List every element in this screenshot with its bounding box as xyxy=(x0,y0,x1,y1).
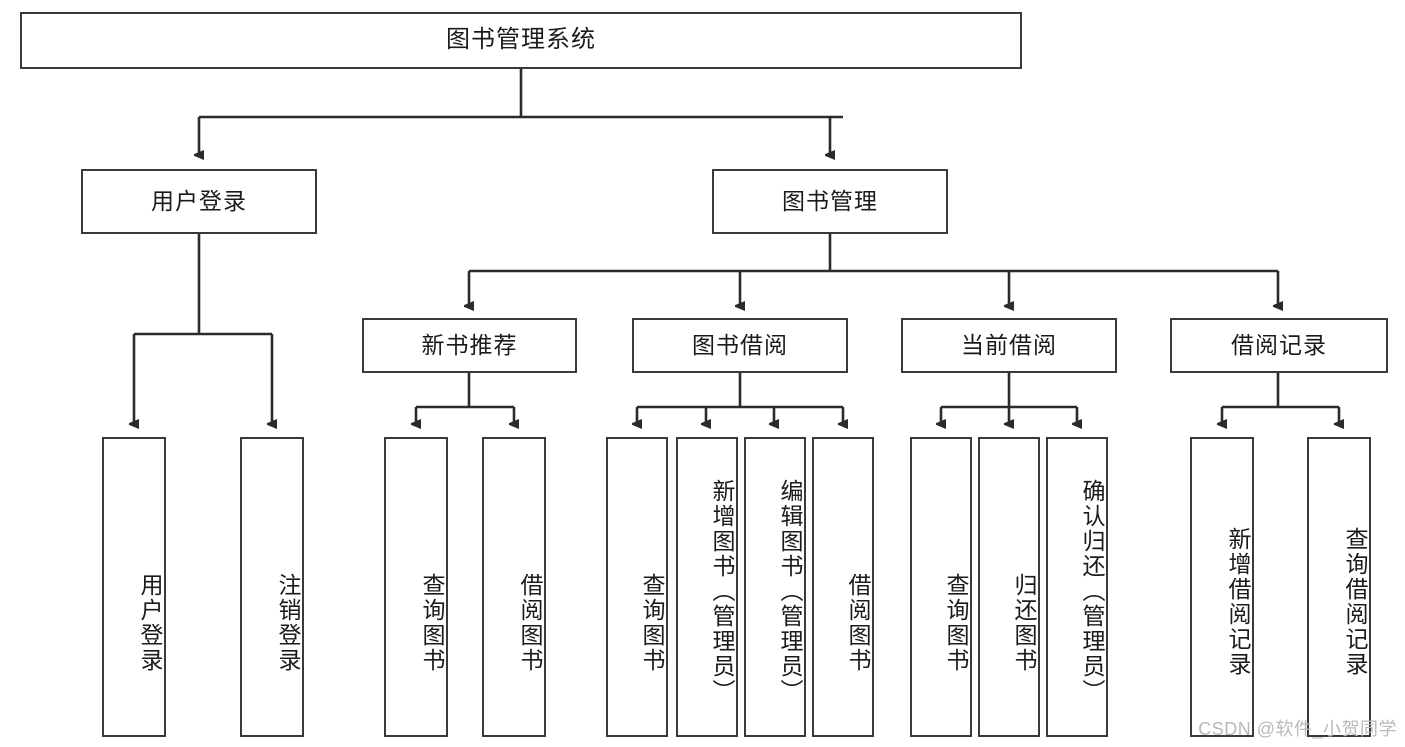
node-label: 用户登录 xyxy=(151,187,247,214)
node-leaf-query-book-recommend[interactable]: 查询图书 xyxy=(384,437,448,737)
node-leaf-confirm-return[interactable]: 确认归还（管理员） xyxy=(1046,437,1108,737)
node-label: 新增图书（管理员） xyxy=(709,478,735,704)
node-label: 用户登录 xyxy=(137,573,163,673)
node-new-book-recommend[interactable]: 新书推荐 xyxy=(362,318,577,373)
node-label: 查询借阅记录 xyxy=(1342,527,1368,677)
node-leaf-edit-book[interactable]: 编辑图书（管理员） xyxy=(744,437,806,737)
node-leaf-query-book-borrow[interactable]: 查询图书 xyxy=(606,437,668,737)
node-label: 注销登录 xyxy=(275,573,301,673)
node-label: 图书管理 xyxy=(782,187,878,214)
csdn-watermark: CSDN @软件_小贺同学 xyxy=(1198,719,1397,739)
node-user-login[interactable]: 用户登录 xyxy=(81,169,317,234)
node-leaf-add-book[interactable]: 新增图书（管理员） xyxy=(676,437,738,737)
node-label: 确认归还（管理员） xyxy=(1079,478,1105,704)
node-borrow-record[interactable]: 借阅记录 xyxy=(1170,318,1388,373)
node-leaf-borrow-book-recommend[interactable]: 借阅图书 xyxy=(482,437,546,737)
node-label: 查询图书 xyxy=(419,573,445,673)
node-leaf-borrow-book[interactable]: 借阅图书 xyxy=(812,437,874,737)
node-label: 新书推荐 xyxy=(421,331,518,358)
node-label: 借阅记录 xyxy=(1231,331,1327,358)
node-label: 查询图书 xyxy=(639,573,665,673)
node-label: 图书借阅 xyxy=(692,331,788,358)
node-label: 借阅图书 xyxy=(845,573,871,673)
node-label: 当前借阅 xyxy=(961,331,1057,358)
node-leaf-add-borrow-record[interactable]: 新增借阅记录 xyxy=(1190,437,1254,737)
node-book-management[interactable]: 图书管理 xyxy=(712,169,948,234)
node-label: 新增借阅记录 xyxy=(1225,527,1251,677)
node-current-borrow[interactable]: 当前借阅 xyxy=(901,318,1117,373)
node-leaf-return-book[interactable]: 归还图书 xyxy=(978,437,1040,737)
node-label: 编辑图书（管理员） xyxy=(777,478,803,704)
node-book-management-system[interactable]: 图书管理系统 xyxy=(20,12,1022,69)
node-book-borrow[interactable]: 图书借阅 xyxy=(632,318,848,373)
node-label: 查询图书 xyxy=(943,573,969,673)
node-label: 归还图书 xyxy=(1011,573,1037,673)
node-leaf-query-borrow-record[interactable]: 查询借阅记录 xyxy=(1307,437,1371,737)
node-leaf-query-book-current[interactable]: 查询图书 xyxy=(910,437,972,737)
node-leaf-logout[interactable]: 注销登录 xyxy=(240,437,304,737)
node-leaf-user-login[interactable]: 用户登录 xyxy=(102,437,166,737)
node-label: 借阅图书 xyxy=(517,573,543,673)
node-label: 图书管理系统 xyxy=(446,26,596,54)
